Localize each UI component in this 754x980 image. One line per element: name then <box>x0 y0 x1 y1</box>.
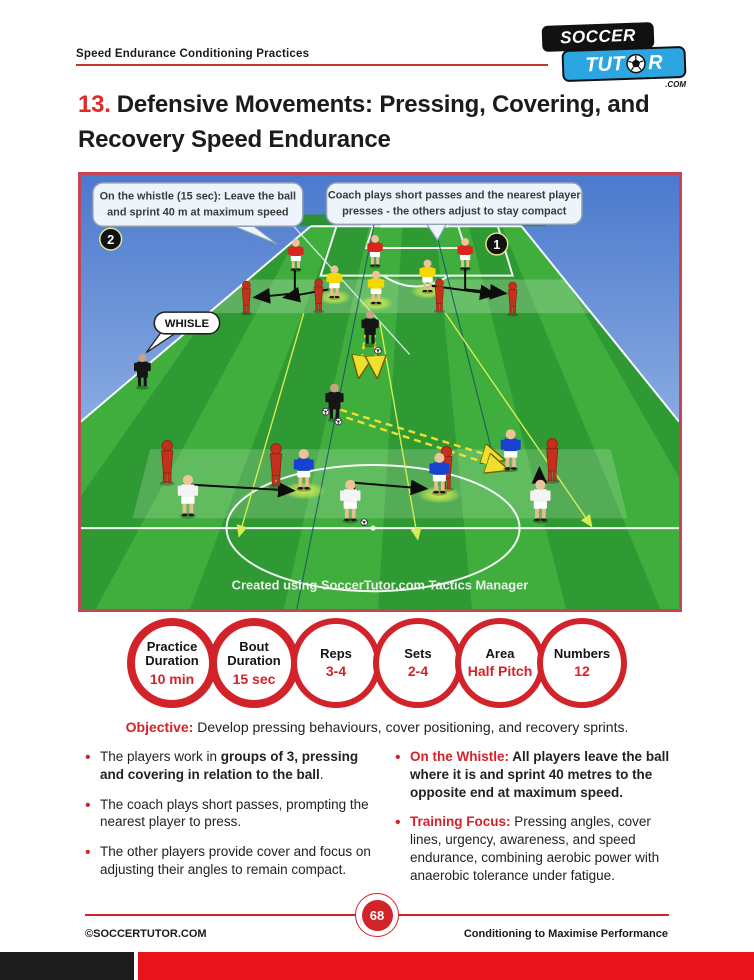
dashed-pass-arrows <box>340 330 504 469</box>
badge-label: Bout Duration <box>227 638 281 669</box>
badge-value: 15 sec <box>232 670 276 687</box>
badge-label: Numbers <box>553 645 611 661</box>
bullet-segment: The other players provide cover and focu… <box>100 844 371 878</box>
footer-book-title: Conditioning to Maximise Performance <box>463 928 668 940</box>
page-title: 13.Defensive Movements: Pressing, Coveri… <box>78 88 698 158</box>
ball-icon <box>374 346 382 355</box>
callout-sprint-line1: On the whistle (15 sec): Leave the ball <box>100 191 297 203</box>
bullet-item: The coach plays short passes, prompting … <box>85 795 375 832</box>
bullet-item: The players work in groups of 3, pressin… <box>85 747 375 784</box>
badge-value: 12 <box>574 663 590 680</box>
badge-area: Area Half Pitch <box>455 618 545 708</box>
badge-label: Reps <box>320 645 352 661</box>
bullet-column-right: On the Whistle: All players leave the ba… <box>395 747 685 897</box>
whistle-label: WHISLE <box>165 318 210 330</box>
bullet-segment: . <box>319 766 324 782</box>
page-number: 68 <box>361 899 393 931</box>
step-2-badge <box>99 227 123 251</box>
tactics-diagram: On the whistle (15 sec): Leave the ball … <box>78 172 682 612</box>
badge-label: Sets <box>404 645 432 661</box>
bullet-list-left: The players work in groups of 3, pressin… <box>85 747 375 879</box>
badge-numbers: Numbers 12 <box>537 618 627 708</box>
tactics-diagram-canvas: On the whistle (15 sec): Leave the ball … <box>81 175 679 609</box>
badge-sets: Sets 2-4 <box>373 618 463 708</box>
pitch <box>81 203 679 609</box>
bullet-segment: groups of 3, pressing and covering in re… <box>100 749 359 782</box>
badge-value: 2-4 <box>407 663 429 680</box>
bullet-segment: Pressing angles, cover lines, urgency, a… <box>410 814 660 883</box>
badge-value: 10 min <box>149 670 195 687</box>
bullet-item: On the Whistle: All players leave the ba… <box>395 747 685 801</box>
header-title: Speed Endurance Conditioning Practices <box>76 48 310 60</box>
step-1-badge <box>485 232 509 256</box>
callout-sprint-line2: and sprint 40 m at maximum speed <box>107 206 288 218</box>
badge-reps: Reps 3-4 <box>291 618 381 708</box>
soccer-ball-icon <box>626 53 647 74</box>
bullet-column-left: The players work in groups of 3, pressin… <box>85 747 375 897</box>
whistle-bubble: WHISLE <box>145 311 221 354</box>
objective-line: Objective: Develop pressing behaviours, … <box>0 719 754 735</box>
logo-tutor-post: R <box>647 51 664 74</box>
callout-press: Coach plays short passes and the nearest… <box>325 182 583 256</box>
bullet-segment: All players leave the ball where it is a… <box>410 749 670 800</box>
callout-press-line2: presses - the others adjust to stay comp… <box>342 205 567 217</box>
footer-copyright: ©SOCCERTUTOR.COM <box>85 928 207 940</box>
bullet-item: Training Focus: Pressing angles, cover l… <box>395 812 685 884</box>
ball-icon <box>334 417 343 426</box>
bullet-segment: The players work in <box>100 749 221 764</box>
logo-com-suffix: .COM <box>665 80 686 89</box>
bullet-segment: The coach plays short passes, prompting … <box>100 796 369 830</box>
footer-bar-black <box>0 952 134 980</box>
bullet-segment: On the Whistle: <box>410 749 509 764</box>
badge-value: Half Pitch <box>467 663 533 680</box>
practice-title-text: Defensive Movements: Pressing, Covering,… <box>78 91 650 153</box>
logo-tutor-wordmark: TUT R <box>561 45 687 83</box>
bullet-segment: Training Focus: <box>410 814 511 830</box>
page-number-badge: 68 <box>355 893 399 937</box>
badge-label: Practice Duration <box>145 638 199 669</box>
callout-press-line1: Coach plays short passes and the nearest… <box>328 190 582 202</box>
practice-number: 13. <box>78 91 111 118</box>
ball-icon <box>321 407 330 416</box>
bullet-columns: The players work in groups of 3, pressin… <box>85 747 685 897</box>
badge-label: Area <box>485 645 515 661</box>
header-rule <box>76 64 548 66</box>
objective-text: Develop pressing behaviours, cover posit… <box>193 719 629 735</box>
ball-icon <box>360 518 369 527</box>
objective-label: Objective: <box>125 719 194 735</box>
bullet-item: The other players provide cover and focu… <box>85 842 375 879</box>
watermark: Created using SoccerTutor.com Tactics Ma… <box>232 577 529 592</box>
callout-sprint: On the whistle (15 sec): Leave the ball … <box>92 182 304 251</box>
step-2-number: 2 <box>107 232 114 247</box>
step-1-number: 1 <box>493 237 500 252</box>
logo-tutor-pre: TUT <box>584 52 625 76</box>
badge-bout-duration: Bout Duration 15 sec <box>209 618 299 708</box>
bullet-list-right: On the Whistle: All players leave the ba… <box>395 747 685 885</box>
footer-bar-red <box>138 952 754 980</box>
badge-value: 3-4 <box>325 663 347 680</box>
badge-practice-duration: Practice Duration 10 min <box>127 618 217 708</box>
practice-info-badges: Practice Duration 10 min Bout Duration 1… <box>0 618 754 708</box>
